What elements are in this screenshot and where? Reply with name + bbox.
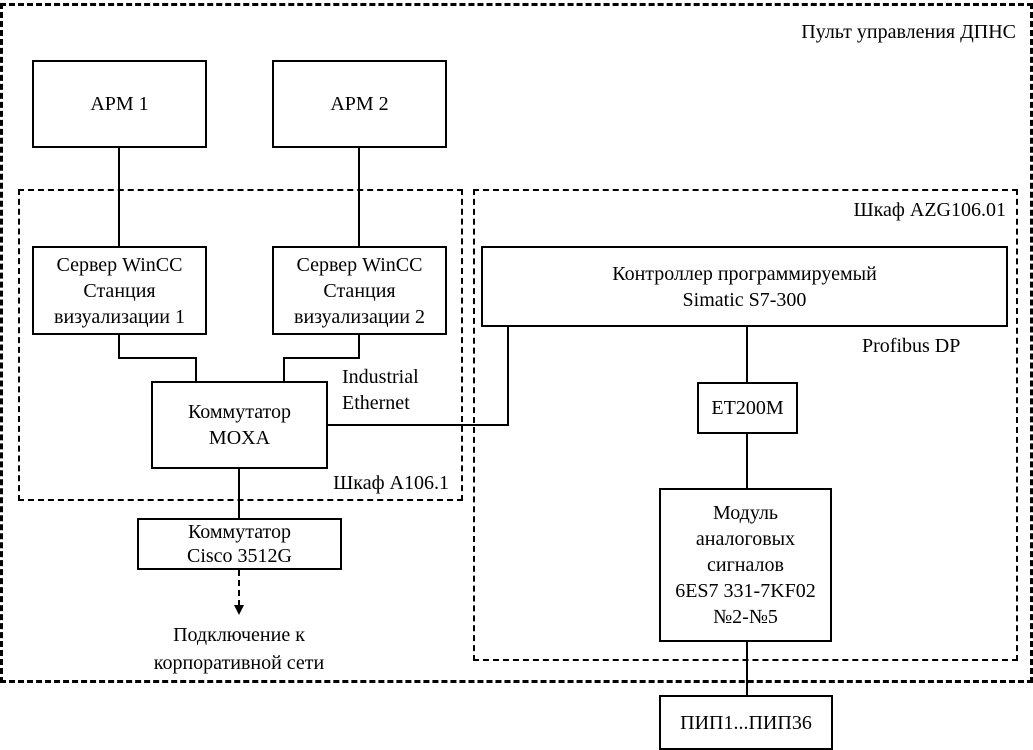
box-switch-moxa[interactable]: Коммутатор MOXA bbox=[151, 381, 328, 469]
box-server-wincc-2[interactable]: Сервер WinCC Станция визуализации 2 bbox=[272, 246, 447, 335]
box-analog-module[interactable]: Модуль аналоговых сигналов 6ES7 331-7KF0… bbox=[659, 488, 832, 642]
label-corporate-network: Подключение к корпоративной сети bbox=[139, 621, 339, 677]
box-server-wincc-1[interactable]: Сервер WinCC Станция визуализации 1 bbox=[32, 246, 207, 335]
line-moxa-plc-industrial-ethernet bbox=[328, 326, 509, 426]
module-line4: 6ES7 331-7KF02 bbox=[675, 580, 816, 602]
zone-control-panel-label: Пульт управления ДПНС bbox=[801, 21, 1016, 43]
module-line2: аналоговых bbox=[695, 528, 796, 550]
line-server1-moxa bbox=[118, 335, 197, 381]
box-arm2[interactable]: АРМ 2 bbox=[272, 60, 447, 148]
cisco-line2: Cisco 3512G bbox=[187, 545, 292, 567]
label-industrial-ethernet: Industrial Ethernet bbox=[342, 364, 419, 416]
moxa-line2: MOXA bbox=[208, 427, 271, 449]
module-line5: №2-№5 bbox=[713, 606, 778, 628]
cisco-line1: Коммутатор bbox=[187, 521, 292, 543]
module-line3: сигналов bbox=[707, 554, 784, 576]
sensors-text: ПИП1...ПИП36 bbox=[680, 711, 812, 734]
plc-line1: Контроллер программируемый bbox=[612, 262, 877, 285]
box-switch-cisco[interactable]: Коммутатор Cisco 3512G bbox=[137, 518, 342, 570]
et200m-text: ET200M bbox=[711, 397, 784, 419]
box-et200m[interactable]: ET200M bbox=[697, 382, 798, 434]
moxa-line1: Коммутатор bbox=[187, 401, 292, 423]
module-line1: Модуль bbox=[712, 502, 779, 524]
zone-cabinet-azg-label: Шкаф AZG106.01 bbox=[853, 199, 1006, 221]
line-server2-moxa bbox=[283, 335, 360, 381]
box-arm2-text: АРМ 2 bbox=[330, 93, 389, 115]
server1-line3: визуализации 1 bbox=[54, 305, 185, 328]
zone-cabinet-a106-label: Шкаф А106.1 bbox=[333, 472, 449, 494]
corporate-network-line1: Подключение к bbox=[173, 624, 305, 646]
zone-cabinet-a106: Шкаф А106.1 bbox=[18, 189, 463, 501]
arrow-down-icon bbox=[234, 605, 244, 615]
zone-cabinet-azg: Шкаф AZG106.01 bbox=[473, 189, 1018, 661]
box-plc-s7-300[interactable]: Контроллер программируемый Simatic S7-30… bbox=[481, 246, 1008, 327]
box-arm1-text: АРМ 1 bbox=[90, 93, 149, 115]
server2-line2: Станция bbox=[323, 279, 396, 302]
zone-control-panel: Пульт управления ДПНС bbox=[0, 3, 1033, 683]
plc-line2: Simatic S7-300 bbox=[682, 288, 807, 311]
server2-line1: Сервер WinCC bbox=[296, 253, 423, 276]
box-arm1[interactable]: АРМ 1 bbox=[32, 60, 207, 148]
box-sensors[interactable]: ПИП1...ПИП36 bbox=[659, 695, 833, 750]
server1-line2: Станция bbox=[83, 279, 156, 302]
label-profibus-dp: Profibus DP bbox=[862, 335, 961, 357]
server1-line1: Сервер WinCC bbox=[56, 253, 183, 276]
server2-line3: визуализации 2 bbox=[294, 305, 425, 328]
corporate-network-line2: корпоративной сети bbox=[153, 652, 325, 674]
industrial-ethernet-line2: Ethernet bbox=[342, 392, 410, 414]
industrial-ethernet-line1: Industrial bbox=[342, 366, 419, 388]
